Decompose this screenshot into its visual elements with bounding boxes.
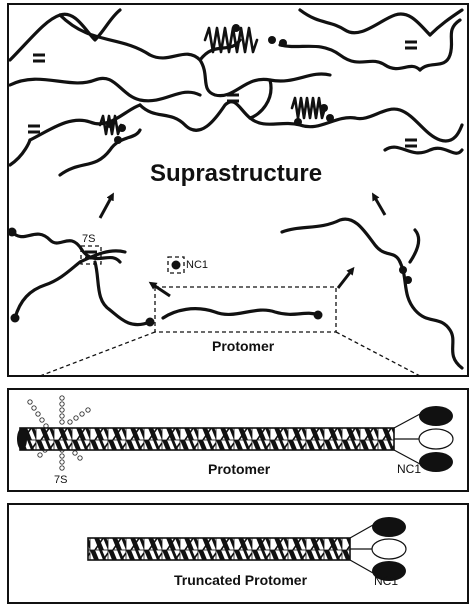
triple-helix-rod xyxy=(87,537,351,561)
nc1-domain xyxy=(399,266,407,274)
nc1-label: NC1 xyxy=(374,574,399,588)
nc1-domain xyxy=(118,124,126,132)
nc1-domain xyxy=(404,276,412,284)
collagen-strand xyxy=(8,8,122,62)
collagen-strand xyxy=(280,217,402,264)
collagen-strand xyxy=(398,260,464,370)
7s-junction xyxy=(28,124,40,134)
triple-helix-coil xyxy=(203,26,259,54)
nc1-domain xyxy=(313,310,323,320)
collagen-strand xyxy=(418,18,462,72)
7s-label: 7S xyxy=(82,233,96,245)
nc1-domain xyxy=(393,406,454,472)
nc1-domain xyxy=(10,313,20,323)
nc1-domain xyxy=(326,114,334,122)
nc1-domain xyxy=(279,39,287,47)
collagen-strand xyxy=(10,230,122,264)
collagen-strand xyxy=(278,43,422,72)
assembly-arrow xyxy=(371,192,387,216)
collagen-strand xyxy=(8,76,202,103)
collagen-strand xyxy=(28,103,142,142)
nc1-label: NC1 xyxy=(186,259,209,271)
nc1-domain xyxy=(349,517,407,581)
nc1-domain xyxy=(7,227,17,237)
protomer-label: Protomer xyxy=(212,338,275,354)
7s-highlight-box xyxy=(80,245,102,265)
nc1-domain xyxy=(294,118,302,126)
collagen-strand xyxy=(93,260,152,327)
rod-end-cap xyxy=(17,428,27,450)
7s-junction xyxy=(405,138,417,148)
7s-junction xyxy=(33,53,45,63)
nc1-domain xyxy=(268,36,276,44)
collagen-strand xyxy=(298,8,432,37)
nc1-domain xyxy=(106,120,114,128)
protomer-highlight-box xyxy=(154,286,337,333)
nc1-domain xyxy=(232,24,240,32)
collagen-strand xyxy=(13,249,127,320)
collagen-strand xyxy=(8,138,32,167)
nc1-domain xyxy=(145,317,155,327)
zoom-guide-line xyxy=(335,331,421,377)
protomer-label: Protomer xyxy=(208,461,271,477)
assembly-arrow xyxy=(336,266,355,289)
truncated-protomer-label: Truncated Protomer xyxy=(174,572,308,588)
suprastructure-title: Suprastructure xyxy=(150,160,323,187)
7s-label: 7S xyxy=(54,474,68,486)
collagen-strand xyxy=(353,107,464,143)
collagen-strand xyxy=(408,228,421,264)
7s-junction xyxy=(405,40,417,50)
assembly-arrow xyxy=(98,192,114,219)
collagen-strand xyxy=(383,145,464,155)
collagen-strand xyxy=(138,100,252,132)
collagen-strand xyxy=(248,78,273,120)
nc1-domain xyxy=(171,260,181,270)
7s-junction xyxy=(85,250,97,260)
collagen-strand xyxy=(161,307,320,320)
assembly-arrow xyxy=(148,281,171,298)
collagen-strand xyxy=(58,128,142,177)
nc1-domain xyxy=(320,104,328,112)
collagen-strand xyxy=(428,8,464,37)
triple-helix-coil xyxy=(290,96,327,120)
collagen-strand xyxy=(198,58,332,98)
nc1-domain xyxy=(114,136,122,144)
7s-junction xyxy=(227,93,239,103)
nc1-highlight-box xyxy=(167,256,185,274)
nc1-label: NC1 xyxy=(397,462,422,476)
